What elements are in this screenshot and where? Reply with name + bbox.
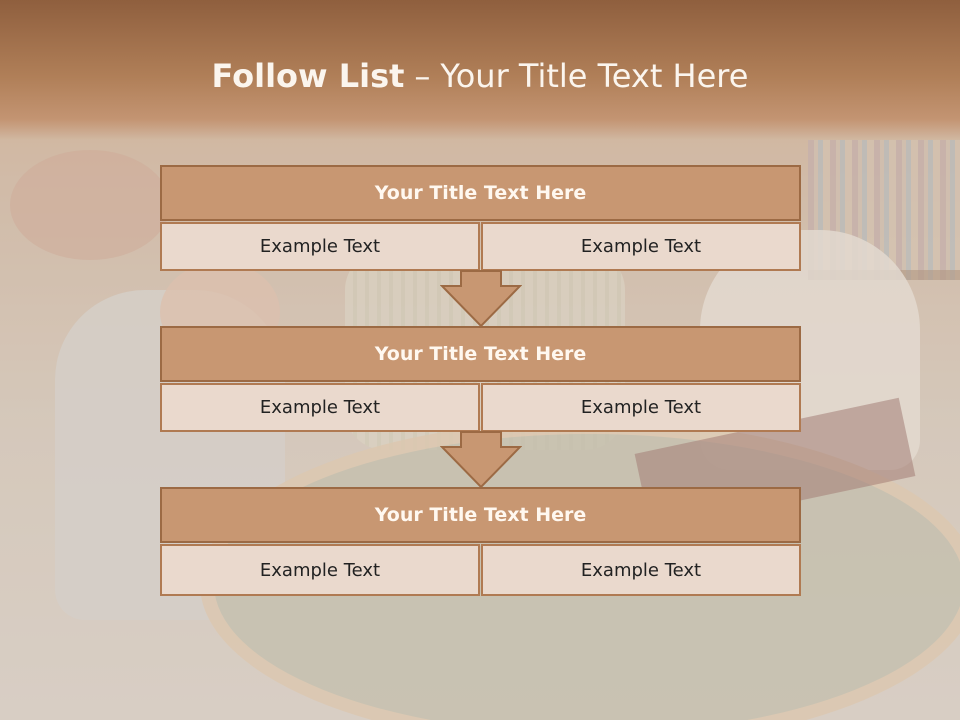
block-row: Example Text Example Text <box>160 544 801 596</box>
title-strong: Follow List <box>211 57 405 95</box>
block-cell-right[interactable]: Example Text <box>481 383 801 432</box>
down-arrow-icon <box>440 270 522 328</box>
header-band <box>0 0 960 140</box>
slide-title: Follow List–Your Title Text Here <box>0 56 960 96</box>
block-row: Example Text Example Text <box>160 222 801 271</box>
block-title[interactable]: Your Title Text Here <box>160 326 801 382</box>
block-cell-left[interactable]: Example Text <box>160 383 480 432</box>
block-title[interactable]: Your Title Text Here <box>160 165 801 221</box>
title-rest: Your Title Text Here <box>440 57 749 95</box>
block-title[interactable]: Your Title Text Here <box>160 487 801 543</box>
title-dash: – <box>414 57 431 95</box>
list-block-3: Your Title Text Here Example Text Exampl… <box>160 487 801 596</box>
block-row: Example Text Example Text <box>160 383 801 432</box>
block-cell-right[interactable]: Example Text <box>481 544 801 596</box>
list-block-1: Your Title Text Here Example Text Exampl… <box>160 165 801 271</box>
block-cell-left[interactable]: Example Text <box>160 222 480 271</box>
list-block-2: Your Title Text Here Example Text Exampl… <box>160 326 801 432</box>
block-cell-right[interactable]: Example Text <box>481 222 801 271</box>
down-arrow-icon <box>440 431 522 489</box>
block-cell-left[interactable]: Example Text <box>160 544 480 596</box>
